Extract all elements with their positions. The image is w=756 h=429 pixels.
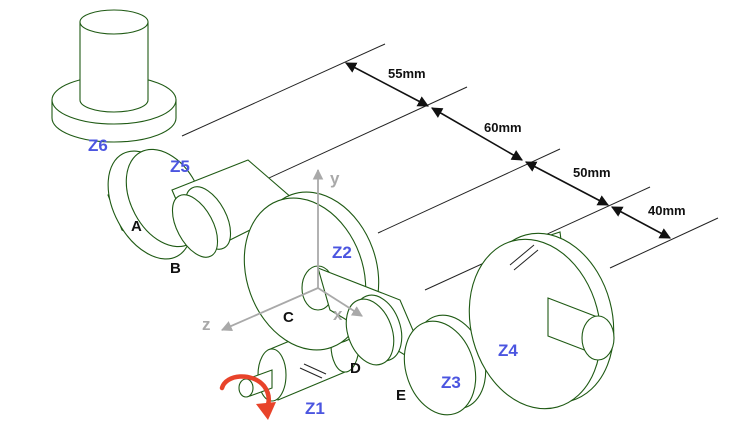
label-z1: Z1 <box>305 399 325 418</box>
x-axis <box>317 287 363 317</box>
dimension-arrows <box>345 62 671 239</box>
axis-label-y: y <box>330 169 340 188</box>
curved-rotation-arrow-icon <box>219 374 276 420</box>
label-z6: Z6 <box>88 136 108 155</box>
label-point-e: E <box>396 387 406 404</box>
gear-z6 <box>51 9 177 143</box>
dimension-label-1: 55mm <box>388 66 426 81</box>
gear-z3 <box>403 314 487 416</box>
label-z5: Z5 <box>170 157 190 176</box>
label-z3: Z3 <box>441 373 461 392</box>
label-point-a: A <box>131 218 142 235</box>
dimension-label-3: 50mm <box>573 165 611 180</box>
axis-label-x: x <box>333 305 343 324</box>
coordinate-axes: y z x <box>202 168 363 334</box>
label-point-c: C <box>283 309 294 326</box>
label-point-d: D <box>350 360 361 377</box>
label-point-b: B <box>170 260 181 277</box>
axis-label-z: z <box>202 315 211 334</box>
dimension-extension-lines <box>181 43 719 291</box>
dimension-label-4: 40mm <box>648 203 686 218</box>
gear-z4 <box>468 231 615 410</box>
label-z4: Z4 <box>498 341 518 360</box>
dimension-label-2: 60mm <box>484 120 522 135</box>
output-shaft <box>317 267 432 372</box>
label-z2: Z2 <box>332 243 352 262</box>
z-axis <box>221 287 319 332</box>
